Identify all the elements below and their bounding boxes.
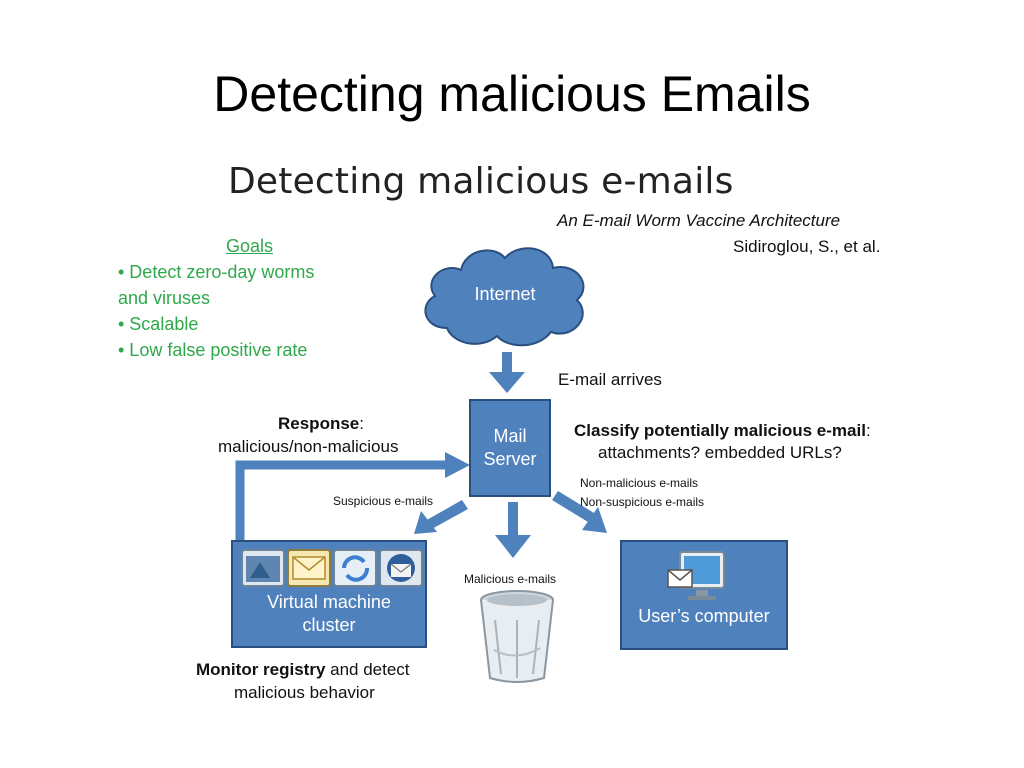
response-arrow xyxy=(235,452,470,540)
non-suspicious-label: Non-suspicious e-mails xyxy=(580,495,705,509)
vm-cluster-label: cluster xyxy=(302,615,356,635)
arrow-icon xyxy=(414,500,468,534)
paper-authors: Sidiroglou, S., et al. xyxy=(733,237,881,256)
classify-value: attachments? embedded URLs? xyxy=(598,443,842,462)
email-arrives-label: E-mail arrives xyxy=(558,370,662,389)
arrow-icon xyxy=(495,502,531,558)
goal-item: • Detect zero-day worms xyxy=(118,262,315,282)
malicious-label: Malicious e-mails xyxy=(464,572,557,586)
suspicious-label: Suspicious e-mails xyxy=(333,494,434,508)
goals-heading: Goals xyxy=(226,236,274,256)
monitor-mail-icon xyxy=(667,551,725,600)
monitor-label-rest: and detect xyxy=(325,660,410,679)
mail-server-box: Mail Server xyxy=(469,399,551,497)
non-malicious-label: Non-malicious e-mails xyxy=(580,476,699,490)
monitor-label-line2: malicious behavior xyxy=(234,683,375,702)
mail-server-label: Mail xyxy=(493,426,527,446)
goal-item: • Low false positive rate xyxy=(118,340,308,360)
goal-item: • Scalable xyxy=(118,314,199,334)
mail-server-label: Server xyxy=(483,449,537,469)
refresh-window-icon xyxy=(333,549,377,587)
users-computer-label: User’s computer xyxy=(638,606,770,626)
outlook-icon xyxy=(287,549,331,587)
classify-label: Classify potentially malicious e-mail xyxy=(574,421,866,440)
recycle-bin-icon xyxy=(480,590,554,683)
monitor-label: Monitor registry xyxy=(196,660,326,679)
arrow-icon xyxy=(552,491,607,533)
cloud-icon xyxy=(424,247,585,347)
response-colon: : xyxy=(359,414,364,433)
app-window-icon xyxy=(241,549,285,587)
arrow-icon xyxy=(489,352,525,393)
slide-title: Detecting malicious Emails xyxy=(213,66,811,122)
paper-title: An E-mail Worm Vaccine Architecture xyxy=(557,211,841,230)
vm-cluster-label: Virtual machine xyxy=(267,592,391,612)
response-label: Response xyxy=(278,414,360,433)
response-value: malicious/non-malicious xyxy=(218,437,399,456)
classify-colon: : xyxy=(865,421,871,440)
goal-item: and viruses xyxy=(118,288,211,308)
internet-cloud: Internet xyxy=(417,240,593,352)
figure-title: Detecting malicious e-mails xyxy=(228,161,734,202)
vm-app-icons xyxy=(241,549,423,587)
internet-label: Internet xyxy=(474,284,536,304)
thunderbird-icon xyxy=(379,549,423,587)
